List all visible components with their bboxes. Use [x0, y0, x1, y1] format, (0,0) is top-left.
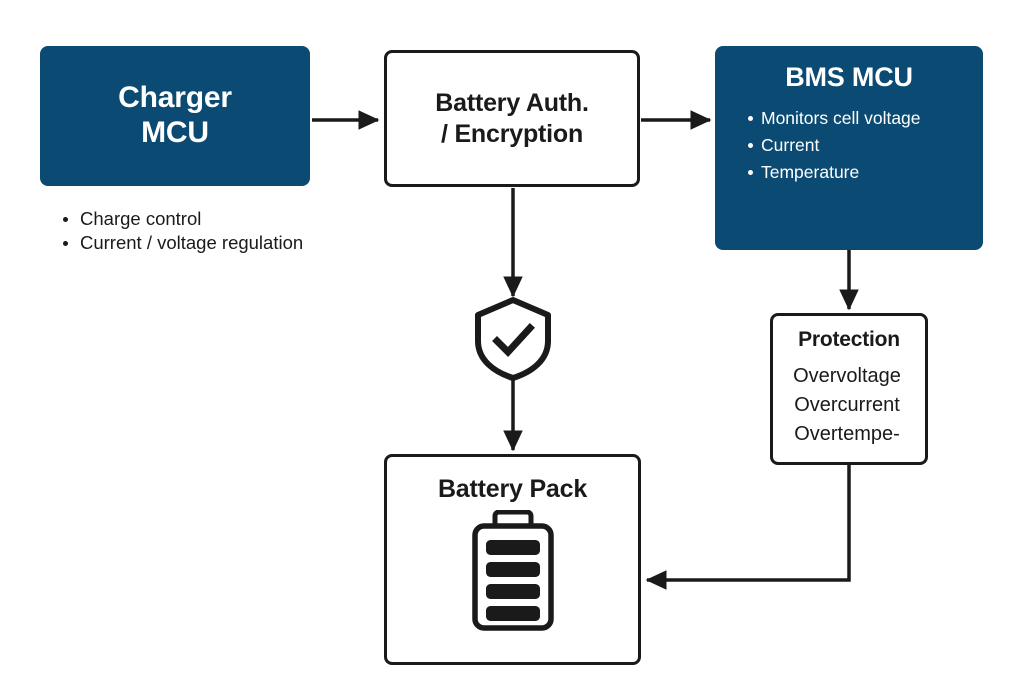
list-item: Current / voltage regulation: [58, 231, 313, 255]
protection-title: Protection: [798, 328, 900, 351]
node-bms-mcu[interactable]: BMS MCU Monitors cell voltage Current Te…: [715, 46, 983, 250]
list-item: Current: [743, 134, 983, 157]
bms-mcu-bullets: Monitors cell voltage Current Temperatur…: [715, 107, 983, 184]
list-item: Charge control: [58, 207, 313, 231]
charger-mcu-title-line2: MCU: [141, 116, 209, 149]
battery-pack-title: Battery Pack: [437, 475, 588, 503]
charger-mcu-notes-list: Charge control Current / voltage regulat…: [58, 207, 313, 256]
battery-auth-title: Battery Auth. / Encryption: [435, 88, 589, 150]
node-protection[interactable]: Protection Overvoltage Overcurrent Overt…: [770, 313, 928, 465]
battery-auth-title-line2: / Encryption: [440, 119, 584, 148]
charger-mcu-title-line1: Charger: [118, 81, 232, 115]
protection-line-2: Overcurrent: [794, 394, 900, 416]
protection-line-3: Overtempe-: [794, 423, 900, 445]
battery-auth-title-line1: Battery Auth.: [435, 88, 589, 117]
protection-lines: Overvoltage Overcurrent Overtempe-: [773, 362, 925, 449]
node-charger-mcu[interactable]: Charger MCU: [40, 46, 310, 186]
list-item: Monitors cell voltage: [743, 107, 983, 130]
shield-check-icon: [472, 296, 554, 387]
bms-mcu-title: BMS MCU: [785, 62, 913, 92]
battery-icon: [465, 509, 561, 637]
node-battery-pack[interactable]: Battery Pack: [384, 454, 641, 665]
list-item: Temperature: [743, 161, 983, 184]
protection-line-1: Overvoltage: [793, 365, 901, 387]
arrow-protection-to-pack: [645, 465, 851, 590]
node-battery-auth[interactable]: Battery Auth. / Encryption: [384, 50, 640, 187]
charger-mcu-title: Charger MCU: [118, 81, 232, 151]
